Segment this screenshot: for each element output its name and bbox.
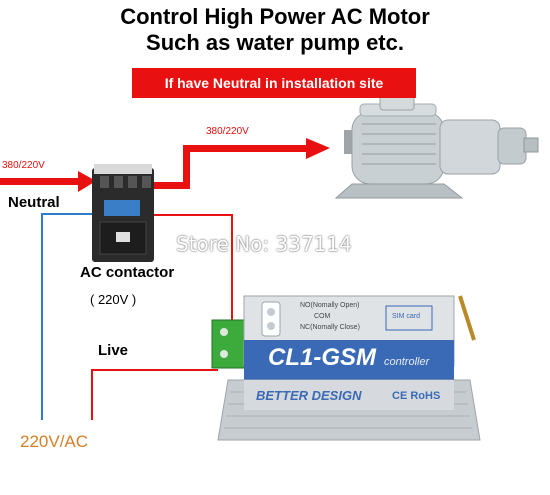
coil-wire: [135, 214, 233, 322]
contactor-label: AC contactor: [80, 264, 175, 281]
motor-image: [334, 91, 539, 199]
contactor-coil-label: ( 220V ): [90, 292, 137, 307]
neutral-wire: [41, 213, 110, 420]
store-watermark: Store No: 337114: [176, 232, 352, 256]
supply-voltage-label: 220V/AC: [20, 432, 89, 451]
input-power-arrow: [0, 171, 96, 192]
relay-com-label: COM: [314, 313, 331, 320]
neutral-label: Neutral: [8, 194, 60, 211]
neutral-banner: If have Neutral in installation site: [132, 68, 416, 98]
live-wire: [91, 369, 218, 420]
relay-nc-label: NC(Nomally Close): [300, 324, 360, 331]
relay-no-label: NO(Nomally Open): [300, 302, 360, 309]
contactor-image: [92, 164, 154, 262]
controller-model-sub: controller: [384, 356, 430, 368]
controller-brand: BETTER DESIGN: [256, 388, 362, 403]
live-label: Live: [98, 342, 129, 359]
input-voltage-label: 380/220V: [2, 160, 45, 171]
motor-power-arrow: [150, 138, 330, 189]
motor-voltage-label: 380/220V: [206, 126, 249, 137]
title-line-2: Such as water pump etc.: [146, 30, 404, 55]
sim-label: SIM card: [392, 313, 421, 320]
controller-image: [211, 295, 481, 441]
title-line-1: Control High Power AC Motor: [120, 4, 430, 29]
controller-model: CL1-GSM: [268, 344, 376, 371]
controller-cert: CE RoHS: [392, 390, 441, 402]
